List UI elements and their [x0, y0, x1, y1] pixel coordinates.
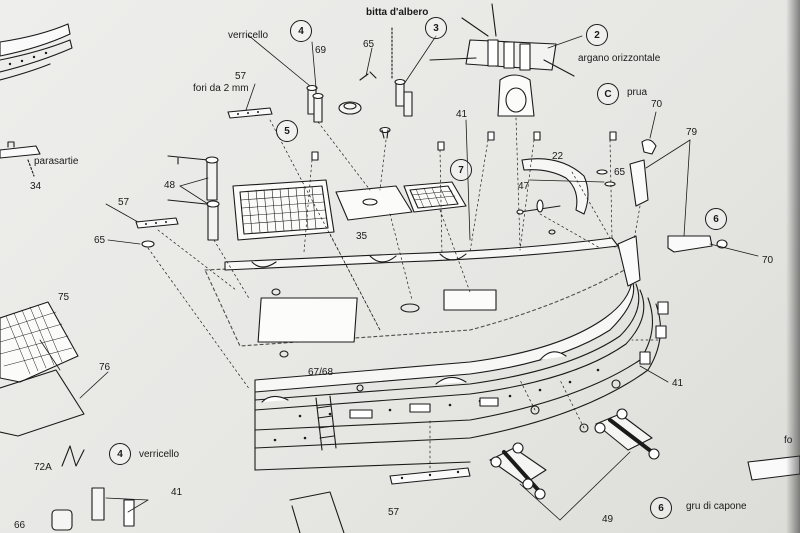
num-65-left: 65	[94, 235, 106, 246]
part-48-bitts	[167, 155, 220, 241]
num-70-right: 70	[762, 255, 774, 266]
circled-c: C	[597, 83, 619, 105]
label-parasartie: parasartie	[34, 156, 79, 167]
num-72a: 72A	[34, 462, 52, 473]
circled-2: 2	[586, 24, 608, 46]
num-76: 76	[99, 362, 111, 373]
capstan-argano-2	[429, 3, 575, 117]
num-35: 35	[356, 231, 368, 242]
circled-6-bottom: 6	[650, 497, 672, 519]
main-hull	[204, 229, 661, 471]
num-41-right: 41	[672, 378, 684, 389]
part-41-cleats	[311, 131, 669, 365]
part-22-knee	[521, 158, 589, 215]
num-67-68: 67/68	[308, 367, 334, 378]
deck-plate-35	[335, 185, 413, 221]
partial-hull-left	[0, 23, 73, 81]
num-22: 22	[552, 151, 564, 162]
parasartie-part	[0, 141, 41, 177]
num-66: 66	[14, 520, 26, 531]
num-75: 75	[58, 292, 70, 303]
label-prua: prua	[627, 87, 648, 98]
part-72a	[61, 445, 85, 467]
alignment-lines	[147, 117, 659, 469]
label-gru: gru di capone	[686, 501, 747, 512]
num-65-right: 65	[614, 167, 626, 178]
num-48: 48	[164, 180, 176, 191]
circled-3: 3	[425, 17, 447, 39]
num-47: 47	[518, 181, 530, 192]
part-57-strips	[135, 107, 471, 485]
circled-4-top: 4	[290, 20, 312, 42]
label-bitta: bitta d'albero	[366, 7, 429, 18]
circled-7: 7	[450, 159, 472, 181]
winch-verricello-bottom	[51, 487, 135, 531]
page-shadow-edge	[786, 0, 800, 533]
circled-4-bottom: 4	[109, 443, 131, 465]
part-69-ring	[338, 101, 362, 115]
num-65-top: 65	[363, 39, 375, 50]
label-verricello-top: verricello	[228, 30, 269, 41]
num-79: 79	[686, 127, 698, 138]
winch-verricello-top	[306, 84, 324, 123]
num-41-top: 41	[456, 109, 468, 120]
label-fori: fori da 2 mm	[193, 83, 249, 94]
cannons-49	[289, 408, 660, 533]
grating-75-76	[0, 301, 85, 437]
num-57-top: 57	[235, 71, 247, 82]
num-34: 34	[30, 181, 42, 192]
part-79-bracket	[629, 159, 713, 253]
circled-5: 5	[276, 120, 298, 142]
num-57-bottom: 57	[388, 507, 400, 518]
num-69: 69	[315, 45, 327, 56]
leader-lines	[39, 34, 759, 521]
num-49: 49	[602, 514, 614, 525]
bitt-3	[391, 27, 413, 117]
part-47-pin	[516, 199, 561, 215]
part-65-pins	[141, 71, 616, 248]
num-57-left: 57	[118, 197, 130, 208]
num-41-bottom: 41	[171, 487, 183, 498]
label-verricello-bottom: verricello	[139, 449, 180, 460]
hatch-grating-7	[403, 181, 467, 213]
grating-5	[232, 179, 335, 241]
num-70-top: 70	[651, 99, 663, 110]
circled-6-right: 6	[705, 208, 727, 230]
label-argano: argano orizzontale	[578, 53, 661, 64]
